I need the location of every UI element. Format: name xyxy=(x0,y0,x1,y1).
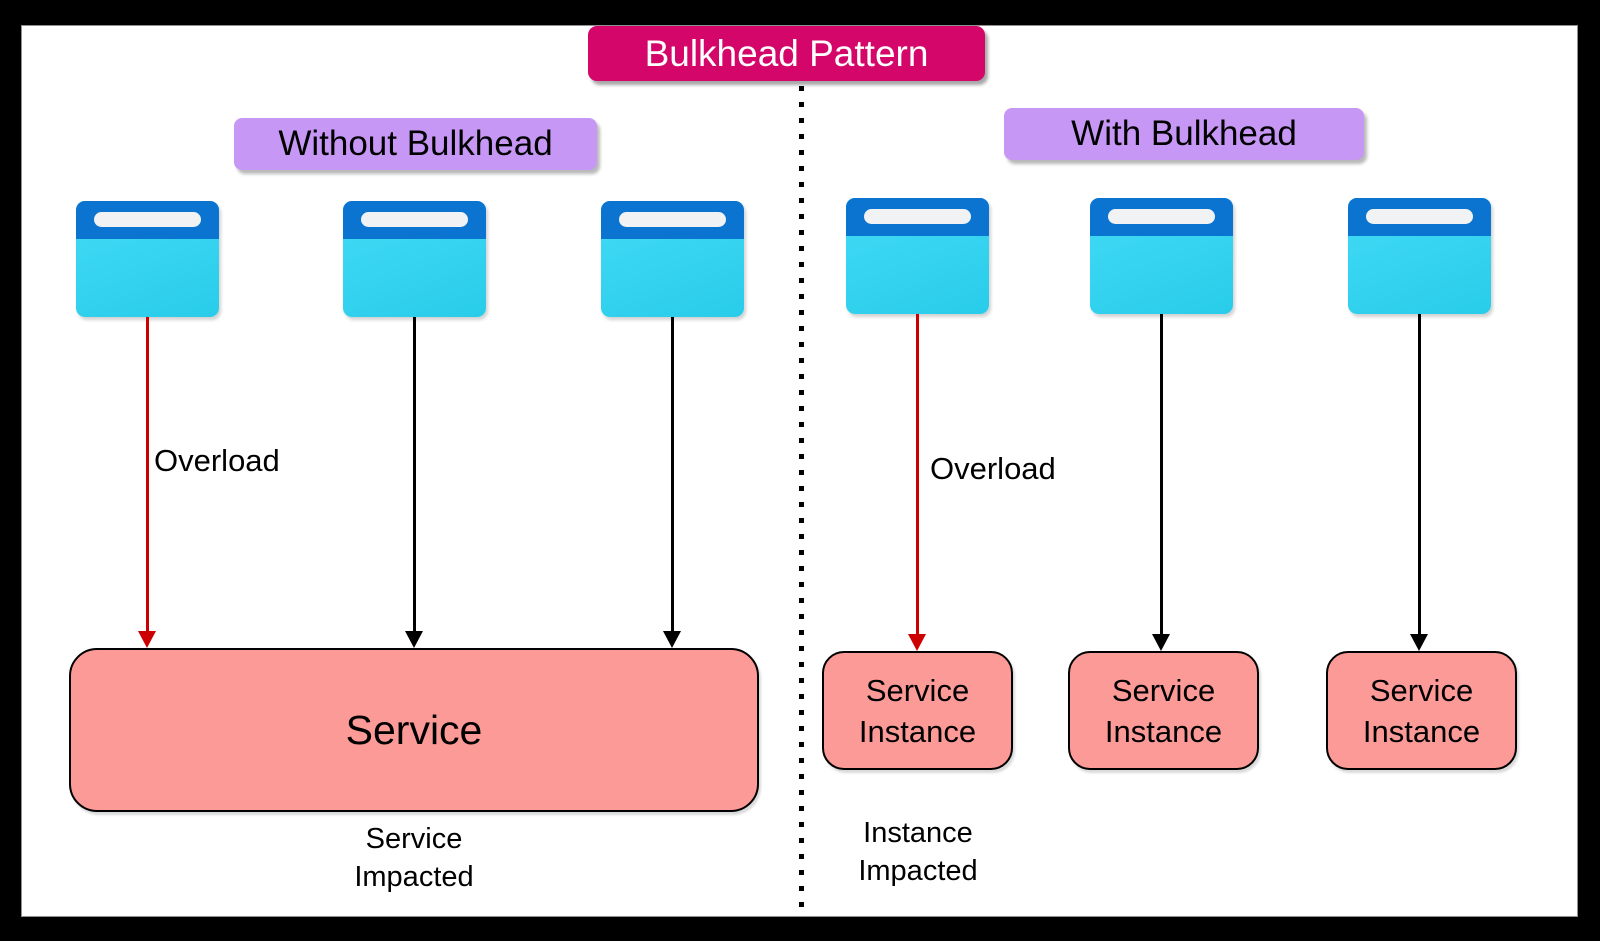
browser-client-icon xyxy=(601,201,744,317)
arrow-head xyxy=(405,631,423,648)
browser-client-icon xyxy=(76,201,219,317)
arrow-shaft xyxy=(1159,314,1163,636)
service-instance-label: Service Instance xyxy=(858,672,977,749)
browser-titlebar xyxy=(1348,198,1491,236)
arrow-shaft xyxy=(670,317,674,633)
browser-addressbar xyxy=(1366,209,1473,224)
arrow-head xyxy=(908,634,926,651)
arrow-head xyxy=(138,631,156,648)
caption-line: Impacted xyxy=(354,861,474,893)
browser-addressbar xyxy=(864,209,971,224)
overload-label-left: Overload xyxy=(154,443,280,478)
caption-service-impacted: Service Impacted xyxy=(284,820,544,896)
arrow-head xyxy=(663,631,681,648)
diagram-canvas: Bulkhead Pattern Without Bulkhead xyxy=(21,25,1578,917)
browser-client-icon xyxy=(343,201,486,317)
overload-label-right: Overload xyxy=(930,451,1056,486)
diagram-title-badge: Bulkhead Pattern xyxy=(588,26,985,81)
arrow-shaft xyxy=(915,314,919,636)
browser-titlebar xyxy=(846,198,989,236)
service-instance-box: Service Instance xyxy=(1326,651,1517,770)
browser-client-icon xyxy=(1348,198,1491,314)
caption-line: Impacted xyxy=(858,855,978,887)
arrow-shaft xyxy=(1417,314,1421,636)
caption-line: Service xyxy=(365,823,463,855)
service-instance-box: Service Instance xyxy=(822,651,1013,770)
browser-client-icon xyxy=(1090,198,1233,314)
diagram-title-text: Bulkhead Pattern xyxy=(644,32,929,74)
browser-titlebar xyxy=(1090,198,1233,236)
service-box: Service xyxy=(69,648,759,812)
browser-addressbar xyxy=(1108,209,1215,224)
service-instance-label: Service Instance xyxy=(1362,672,1481,749)
section-label-with-bulkhead: With Bulkhead xyxy=(1004,108,1364,160)
browser-addressbar xyxy=(94,212,201,227)
caption-instance-impacted: Instance Impacted xyxy=(788,814,1048,890)
service-box-label: Service xyxy=(345,706,483,753)
center-dotted-divider xyxy=(799,86,804,916)
service-instance-label: Service Instance xyxy=(1104,672,1223,749)
browser-addressbar xyxy=(619,212,726,227)
caption-line: Instance xyxy=(863,817,973,849)
arrow-head xyxy=(1410,634,1428,651)
section-label-without-bulkhead-text: Without Bulkhead xyxy=(278,124,553,163)
service-instance-box: Service Instance xyxy=(1068,651,1259,770)
browser-titlebar xyxy=(76,201,219,239)
browser-titlebar xyxy=(601,201,744,239)
arrow-shaft xyxy=(145,317,149,633)
browser-addressbar xyxy=(361,212,468,227)
arrow-head xyxy=(1152,634,1170,651)
browser-titlebar xyxy=(343,201,486,239)
browser-client-icon xyxy=(846,198,989,314)
section-label-with-bulkhead-text: With Bulkhead xyxy=(1071,114,1297,153)
section-label-without-bulkhead: Without Bulkhead xyxy=(234,118,597,170)
arrow-shaft xyxy=(412,317,416,633)
